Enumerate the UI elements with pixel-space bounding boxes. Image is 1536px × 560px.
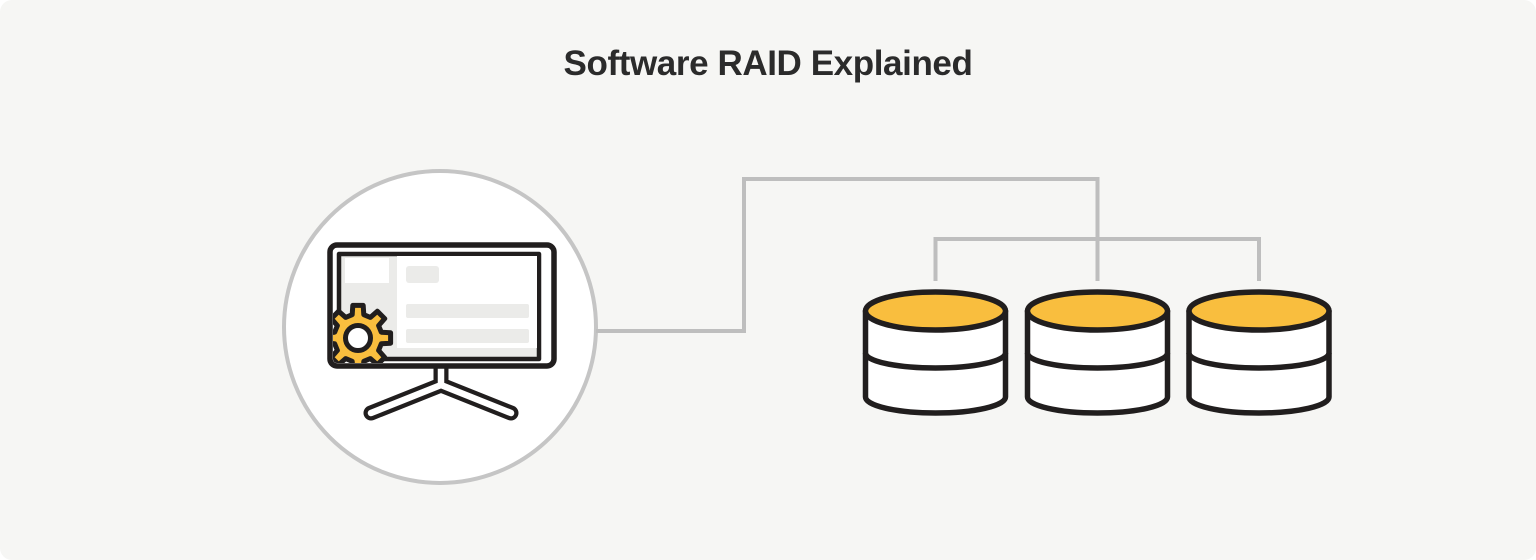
gear-icon [333, 302, 394, 363]
screen-text-bar-1 [406, 304, 529, 318]
connector-disk-bracket [933, 237, 1261, 281]
connector-main-line [596, 177, 1100, 333]
screen-text-bar-2 [406, 329, 529, 343]
connector-lines [596, 177, 1261, 333]
disk-icon [1024, 289, 1171, 416]
disk-icon [862, 289, 1009, 416]
page-title: Software RAID Explained [563, 44, 973, 83]
screen-content [345, 256, 537, 348]
screen-tab-placeholder [406, 266, 439, 283]
disk-array [862, 289, 1332, 416]
monitor-icon [327, 242, 557, 421]
screen-sidebar-card [345, 258, 389, 283]
disk-icon [1186, 289, 1332, 416]
